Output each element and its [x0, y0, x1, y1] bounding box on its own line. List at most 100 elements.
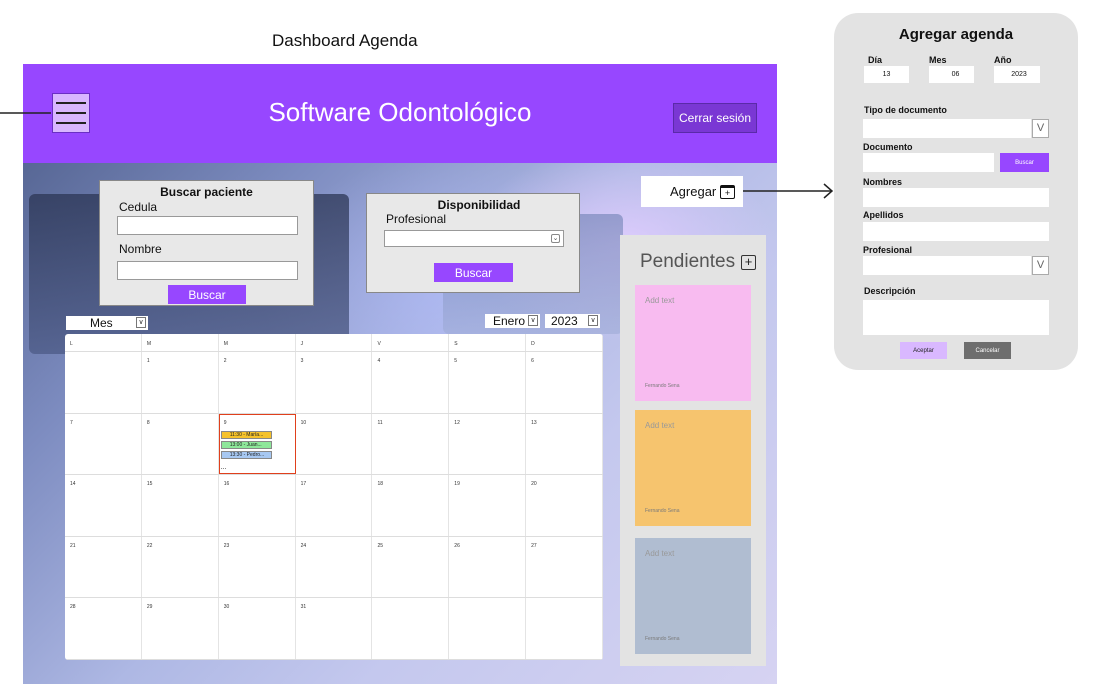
- app-title: Software Odontológico: [268, 97, 532, 127]
- calendar-day-cell[interactable]: 5: [449, 352, 527, 413]
- calendar-day-cell[interactable]: 8: [142, 413, 219, 475]
- calendar-day-cell[interactable]: 19: [449, 475, 527, 536]
- calendar-day-cell[interactable]: 30: [219, 598, 296, 659]
- description-textarea[interactable]: [863, 300, 1049, 335]
- appointment-chip[interactable]: 13:00 - Juan...: [220, 440, 272, 449]
- logout-button[interactable]: Cerrar sesión: [673, 103, 757, 133]
- month-label: Mes: [929, 55, 947, 65]
- day-number: 14: [70, 481, 76, 488]
- professional-select[interactable]: [863, 256, 1031, 275]
- document-input[interactable]: [863, 153, 994, 172]
- month-input[interactable]: 06: [929, 66, 974, 83]
- appointment-chip[interactable]: 13:30 - Pedro...: [220, 450, 272, 459]
- calendar-day-cell[interactable]: 29: [142, 598, 219, 659]
- availability-search-button[interactable]: Buscar: [434, 263, 513, 282]
- hamburger-menu-icon[interactable]: [52, 93, 90, 133]
- name-label: Nombre: [119, 242, 162, 256]
- availability-professional-select[interactable]: ⌄: [384, 230, 564, 247]
- calendar-day-cell[interactable]: 27: [526, 536, 603, 598]
- accept-button[interactable]: Aceptar: [900, 342, 947, 359]
- search-patient-title: Buscar paciente: [160, 185, 253, 199]
- day-number: 31: [300, 604, 307, 611]
- calendar-day-cell[interactable]: 3: [296, 352, 373, 413]
- names-input[interactable]: [863, 188, 1049, 207]
- chevron-down-icon[interactable]: V: [1032, 256, 1049, 275]
- chevron-down-icon[interactable]: V: [1032, 119, 1049, 138]
- note-text[interactable]: Add text: [645, 549, 675, 558]
- surnames-input[interactable]: [863, 222, 1049, 241]
- cedula-input[interactable]: [117, 216, 298, 235]
- calendar-day-cell[interactable]: 21: [65, 536, 142, 598]
- calendar-day-cell[interactable]: 28: [65, 598, 142, 659]
- add-pending-icon[interactable]: +: [741, 255, 756, 270]
- calendar-day-cell[interactable]: 31: [296, 598, 373, 659]
- calendar-day-cell[interactable]: [449, 598, 527, 659]
- calendar-day-cell[interactable]: 11: [372, 413, 450, 475]
- day-input[interactable]: 13: [864, 66, 909, 83]
- calendar-day-cell[interactable]: 14: [65, 475, 142, 536]
- weekday-label: V: [372, 334, 450, 351]
- year-select[interactable]: 2023 ∨: [545, 314, 600, 328]
- day-number: 12: [454, 419, 460, 426]
- calendar-day-cell[interactable]: 1: [142, 352, 219, 413]
- calendar-day-cell[interactable]: 22: [142, 536, 219, 598]
- add-appointment-button[interactable]: Agregar +: [641, 176, 743, 207]
- chevron-down-icon: ∨: [588, 315, 598, 326]
- calendar-day-cell[interactable]: 16: [219, 475, 296, 536]
- chevron-down-icon: ∨: [528, 315, 538, 326]
- year-select-value: 2023: [551, 314, 578, 328]
- calendar-day-cell[interactable]: 10: [296, 413, 373, 475]
- day-number: 24: [300, 542, 307, 549]
- calendar-day-cell[interactable]: [65, 352, 142, 413]
- day-number: 23: [223, 542, 230, 549]
- day-number: 22: [146, 542, 153, 549]
- day-number: 5: [454, 358, 458, 364]
- note-text[interactable]: Add text: [645, 421, 675, 430]
- professional-label: Profesional: [863, 245, 913, 255]
- day-number: 10: [300, 419, 307, 426]
- note-text[interactable]: Add text: [645, 296, 675, 305]
- year-input[interactable]: 2023: [994, 66, 1040, 83]
- day-number: 4: [377, 358, 381, 364]
- calendar-day-cell[interactable]: 15: [142, 475, 219, 536]
- more-appointments-indicator[interactable]: ...: [220, 463, 227, 471]
- view-select-value: Mes: [90, 316, 113, 330]
- day-number: 11: [377, 419, 383, 426]
- day-number: 13: [531, 419, 537, 426]
- month-select[interactable]: Enero ∨: [485, 314, 540, 328]
- calendar-day-cell[interactable]: 4: [372, 352, 450, 413]
- calendar-day-cell[interactable]: 13: [526, 413, 603, 475]
- appointment-chip[interactable]: 11:30 - María...: [220, 430, 272, 439]
- view-select[interactable]: Mes ∨: [66, 316, 148, 330]
- calendar-day-cell[interactable]: 12: [449, 413, 527, 475]
- calendar-day-cell[interactable]: [372, 598, 450, 659]
- calendar-day-cell[interactable]: [526, 598, 603, 659]
- calendar-day-cell[interactable]: 25: [372, 536, 450, 598]
- calendar-day-cell[interactable]: 23: [219, 536, 296, 598]
- calendar-day-cell[interactable]: 18: [372, 475, 450, 536]
- calendar-day-cell[interactable]: 6: [526, 352, 603, 413]
- search-patient-button[interactable]: Buscar: [168, 285, 246, 304]
- calendar-day-cell[interactable]: 26: [449, 536, 527, 598]
- calendar-week-row: 28 29 30 31: [65, 598, 603, 660]
- document-search-button[interactable]: Buscar: [1000, 153, 1049, 172]
- surnames-label: Apellidos: [863, 210, 904, 220]
- calendar-day-cell[interactable]: 2: [219, 352, 296, 413]
- calendar-day-cell[interactable]: 24: [296, 536, 373, 598]
- day-number: 28: [70, 604, 76, 611]
- calendar-day-cell[interactable]: 20: [526, 475, 603, 536]
- cancel-button[interactable]: Cancelar: [964, 342, 1011, 359]
- weekday-label: D: [526, 334, 603, 351]
- doc-type-select[interactable]: [863, 119, 1031, 138]
- name-input[interactable]: [117, 261, 298, 280]
- day-number: 8: [146, 419, 150, 426]
- day-number: 18: [377, 481, 383, 488]
- day-number: 30: [223, 604, 230, 611]
- calendar-day-cell[interactable]: 17: [296, 475, 373, 536]
- calendar-day-cell[interactable]: 7: [65, 413, 142, 475]
